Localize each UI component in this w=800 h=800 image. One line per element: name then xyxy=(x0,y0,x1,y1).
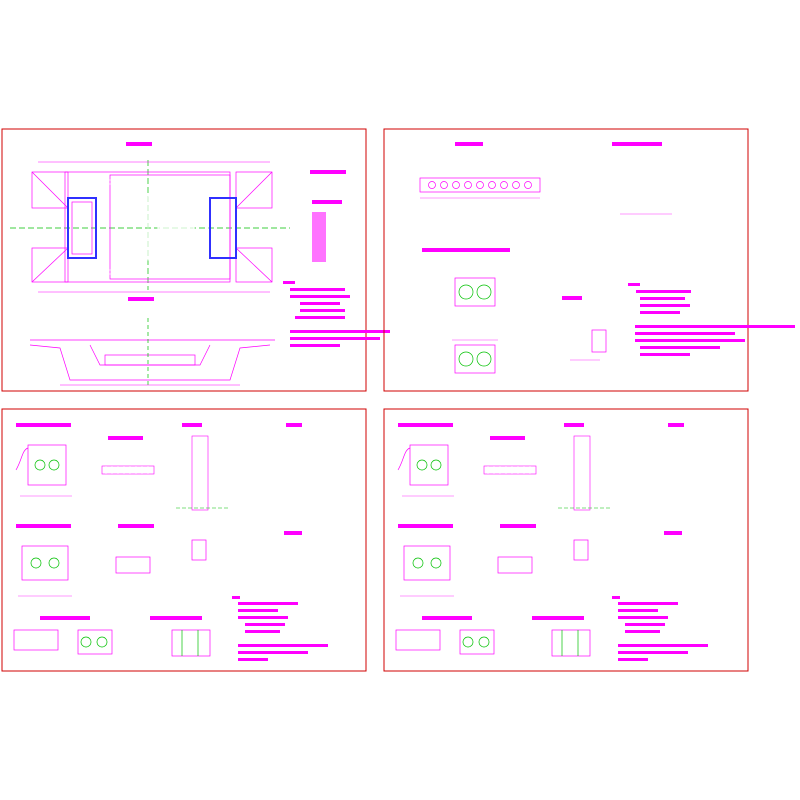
section-label-ii: I—I xyxy=(620,250,631,257)
section-label-ii: I—I xyxy=(565,527,576,534)
rebar-plate-b: I—I xyxy=(493,524,589,578)
rebar-strip-a xyxy=(101,465,155,475)
section-label-ii: I—I xyxy=(185,527,196,534)
title-slab-layout xyxy=(455,142,483,146)
rebar-schedule-table xyxy=(235,423,351,515)
rebar-section-a xyxy=(397,444,454,497)
sheet-panel-top-left xyxy=(1,128,390,392)
bottom-detail-row xyxy=(13,616,211,657)
section-mark-right: I xyxy=(672,186,676,193)
notes-block-bl xyxy=(232,596,328,661)
quantity-table xyxy=(294,170,356,271)
pipe-sections-drawing xyxy=(452,277,498,374)
rebar-section-a xyxy=(15,444,72,497)
elevation-view-drawing xyxy=(29,318,275,388)
plan-view-drawing xyxy=(10,160,290,293)
section-mark-left: I xyxy=(614,186,618,193)
title-elevation-view xyxy=(128,297,154,301)
bottom-detail-row xyxy=(395,616,591,657)
rebar-schedule-table xyxy=(615,423,731,515)
small-detail-drawing xyxy=(559,296,611,361)
title-rebar-detail-2 xyxy=(108,436,143,440)
rebar-strip-a xyxy=(483,465,537,475)
notes-block-br xyxy=(612,596,708,661)
material-table xyxy=(615,531,731,582)
title-rebar-detail-3 xyxy=(182,423,202,427)
title-rebar-detail-3 xyxy=(564,423,584,427)
title-rebar-detail-1 xyxy=(398,423,453,427)
notes-block xyxy=(283,281,390,347)
title-section-detail xyxy=(612,142,662,146)
sheet-panel-bottom-right: I—I xyxy=(383,408,749,672)
rebar-plate-b: I—I xyxy=(111,524,207,578)
rebar-column-a: I xyxy=(176,435,230,511)
square-section-drawing: I I xyxy=(614,167,676,215)
panel-frame xyxy=(1,408,367,672)
panel-frame xyxy=(383,408,749,672)
notes-block-right xyxy=(628,283,795,356)
rebar-column-a xyxy=(558,435,612,511)
title-rebar-detail-1 xyxy=(16,423,71,427)
rebar-section-b xyxy=(398,524,454,597)
sheet-panel-top-right: I I I—I xyxy=(383,128,795,392)
title-plan-view xyxy=(126,142,152,146)
title-rebar-detail-2 xyxy=(490,436,525,440)
section-mark: I xyxy=(183,492,187,499)
sheet-panel-bottom-left: I xyxy=(1,408,367,672)
panel-frame xyxy=(383,128,749,392)
material-table xyxy=(233,531,349,582)
perforated-slab-drawing xyxy=(419,177,541,199)
title-pipe-layout xyxy=(422,248,510,252)
panel-frame xyxy=(1,128,367,392)
rebar-section-b xyxy=(16,524,72,597)
